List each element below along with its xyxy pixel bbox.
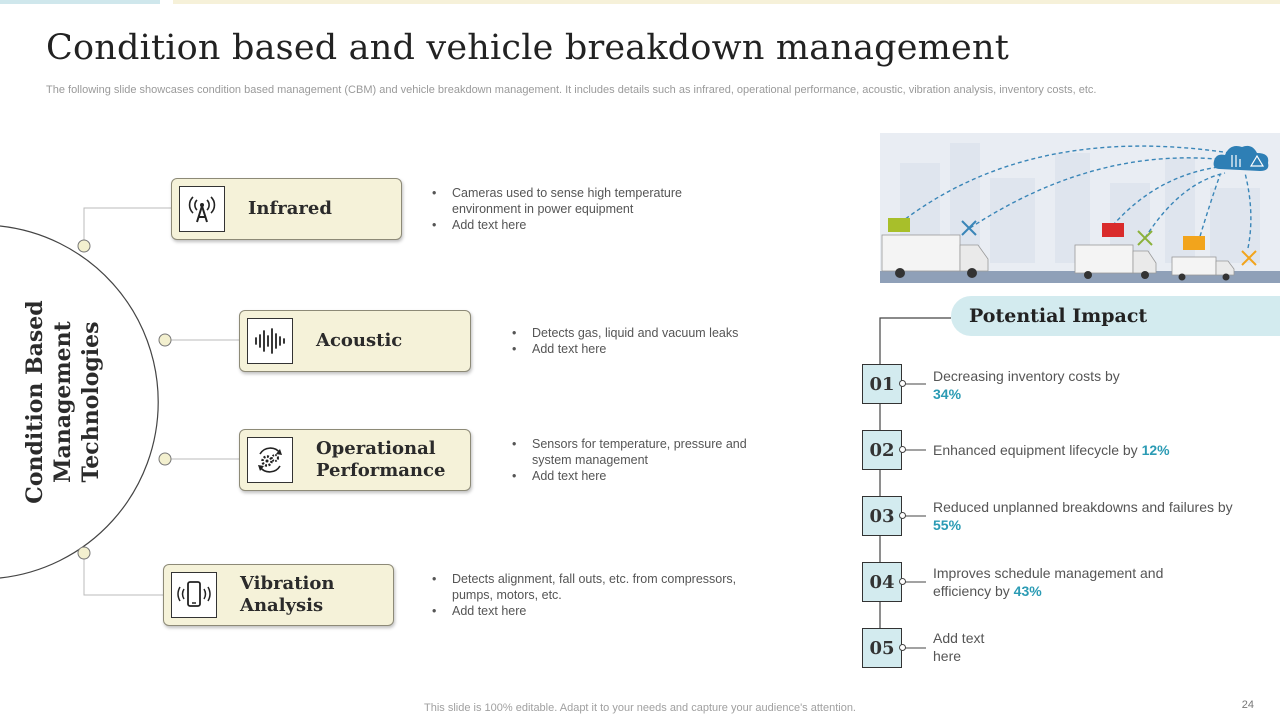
sound-wave-icon bbox=[247, 318, 293, 364]
fleet-monitoring-illustration bbox=[880, 133, 1280, 283]
impact-item-01: Decreasing inventory costs by 34% bbox=[933, 368, 1120, 402]
slide-subtitle: The following slide showcases condition … bbox=[46, 84, 1097, 96]
truck-icon bbox=[1074, 244, 1157, 279]
bullet-item: Add text here bbox=[432, 603, 762, 619]
vertical-section-label: Condition Based Management Technologies bbox=[22, 300, 104, 504]
wrench-icon bbox=[961, 220, 977, 236]
gears-cycle-icon bbox=[247, 437, 293, 483]
slide-title: Condition based and vehicle breakdown ma… bbox=[46, 28, 1009, 68]
bullet-item: Cameras used to sense high temperature e… bbox=[432, 185, 722, 217]
top-accent-bar-right bbox=[173, 0, 1280, 4]
tech-label-vibration-analysis: Vibration Analysis bbox=[240, 573, 335, 616]
timeline-dot bbox=[899, 578, 906, 585]
top-accent-bar-left bbox=[0, 0, 160, 4]
wrench-icon bbox=[1137, 230, 1153, 246]
cloud-warning-icon bbox=[1213, 145, 1269, 171]
tech-label-acoustic: Acoustic bbox=[316, 330, 403, 351]
tech-box-infrared: Infrared bbox=[171, 178, 402, 240]
bullet-item: Detects gas, liquid and vacuum leaks bbox=[512, 325, 772, 341]
impact-item-02: Enhanced equipment lifecycle by 12% bbox=[933, 442, 1170, 458]
page-number: 24 bbox=[1241, 699, 1254, 711]
tech-label-operational-performance: Operational Performance bbox=[316, 438, 446, 481]
impact-number-03: 03 bbox=[862, 496, 902, 536]
vibration-analysis-bullets: Detects alignment, fall outs, etc. from … bbox=[432, 571, 762, 619]
bullet-item: Add text here bbox=[432, 217, 722, 233]
impact-number-02: 02 bbox=[862, 430, 902, 470]
tech-box-acoustic: Acoustic bbox=[239, 310, 471, 372]
truck-icon bbox=[881, 234, 989, 278]
timeline-dot bbox=[899, 380, 906, 387]
impact-item-05: Add text here bbox=[933, 630, 985, 664]
wrench-icon bbox=[1241, 250, 1257, 266]
tech-label-infrared: Infrared bbox=[248, 198, 332, 219]
impact-number-05: 05 bbox=[862, 628, 902, 668]
vibrating-phone-icon bbox=[171, 572, 217, 618]
bullet-item: Sensors for temperature, pressure and sy… bbox=[512, 436, 762, 468]
bullet-item: Add text here bbox=[512, 341, 772, 357]
acoustic-bullets: Detects gas, liquid and vacuum leaks Add… bbox=[512, 325, 772, 357]
tech-box-operational-performance: Operational Performance bbox=[239, 429, 471, 491]
tech-box-vibration-analysis: Vibration Analysis bbox=[163, 564, 394, 626]
impact-number-04: 04 bbox=[862, 562, 902, 602]
impact-item-04: Improves schedule management and efficie… bbox=[933, 565, 1164, 599]
timeline-dot bbox=[899, 644, 906, 651]
bullet-item: Add text here bbox=[512, 468, 762, 484]
bullet-item: Detects alignment, fall outs, etc. from … bbox=[432, 571, 762, 603]
footer-note: This slide is 100% editable. Adapt it to… bbox=[424, 702, 856, 714]
operational-performance-bullets: Sensors for temperature, pressure and sy… bbox=[512, 436, 762, 484]
infrared-bullets: Cameras used to sense high temperature e… bbox=[432, 185, 722, 233]
timeline-dot bbox=[899, 512, 906, 519]
antenna-icon bbox=[179, 186, 225, 232]
impact-number-01: 01 bbox=[862, 364, 902, 404]
timeline-dot bbox=[899, 446, 906, 453]
truck-icon bbox=[1171, 256, 1235, 281]
impact-item-03: Reduced unplanned breakdowns and failure… bbox=[933, 499, 1233, 533]
potential-impact-heading: Potential Impact bbox=[951, 296, 1280, 336]
